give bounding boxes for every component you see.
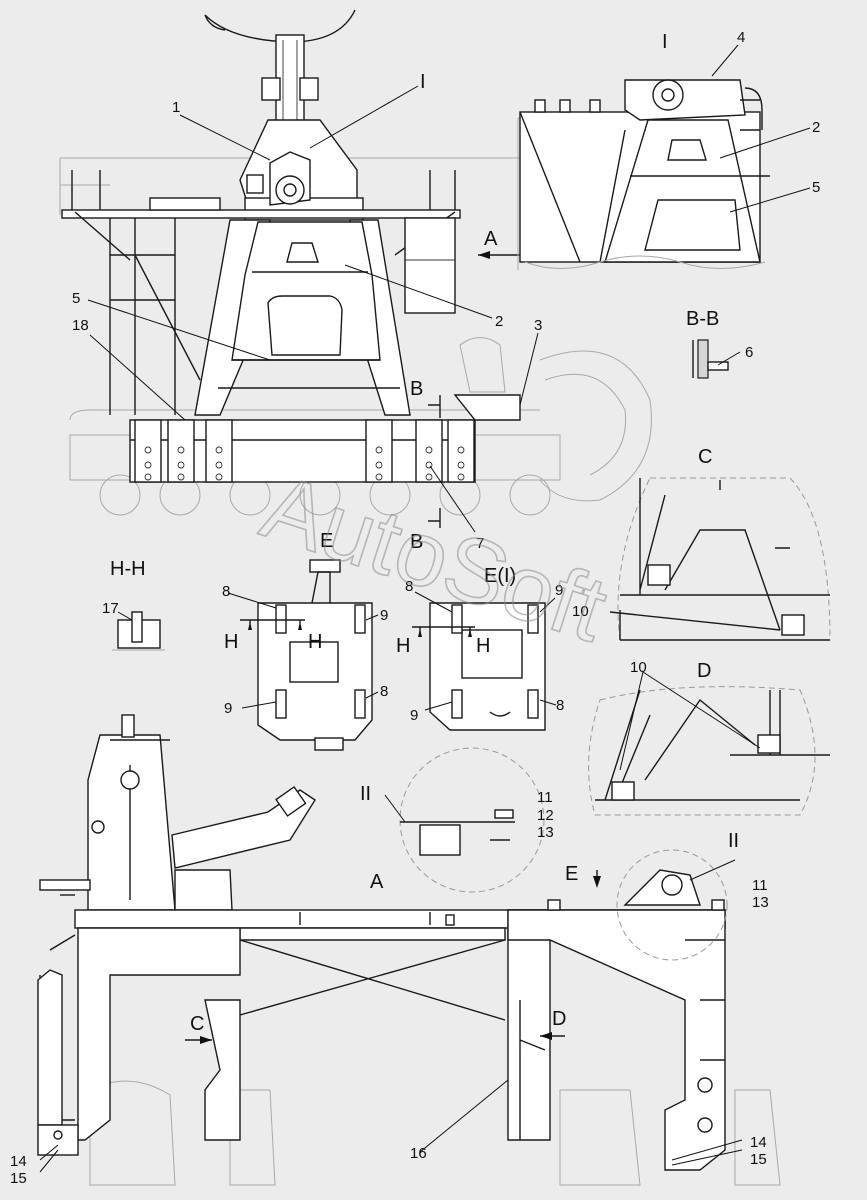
callout-16: 16 (410, 1145, 427, 1162)
callout-14-left: 14 (10, 1153, 27, 1170)
cut-H-4: H (476, 635, 490, 657)
callout-12: 12 (537, 807, 554, 824)
view-E-plate (240, 559, 373, 751)
callout-4: 4 (737, 29, 745, 46)
cut-B-top-label: B (410, 378, 423, 400)
leader-lines (39, 44, 811, 1173)
callout-9-c: 9 (555, 582, 563, 599)
callout-6: 6 (745, 344, 753, 361)
section-B-B (692, 339, 729, 379)
part-callouts: 1 2 2 3 4 5 5 6 7 8 8 8 8 9 9 9 9 10 10 … (10, 29, 820, 1187)
view-EI-plate (412, 602, 546, 731)
lower-view-A (37, 714, 781, 1186)
callout-8-c: 8 (405, 578, 413, 595)
view-EI-title: E(I) (484, 565, 516, 587)
callout-2-detail: 2 (812, 119, 820, 136)
detail-I-label-main: I (420, 71, 426, 93)
view-A-arrow-label: A (484, 228, 498, 250)
detail-II-title: II (360, 783, 371, 805)
callout-14-right: 14 (750, 1134, 767, 1151)
callout-8-a: 8 (222, 583, 230, 600)
view-titles: I I A A B-B B B C C D D E E E(I) H-H H H… (110, 31, 739, 1035)
view-E-arrow-label: E (565, 863, 578, 885)
section-BB-title: B-B (686, 308, 719, 330)
view-D (588, 686, 830, 816)
callout-11-main: 11 (752, 877, 768, 894)
detail-I-view (517, 79, 770, 270)
callout-2-main: 2 (495, 313, 503, 330)
view-C-arrow-label: C (190, 1013, 204, 1035)
callout-3: 3 (534, 317, 542, 334)
view-C-title: C (698, 446, 712, 468)
callout-13-detail: 13 (537, 824, 554, 841)
callout-9-d: 9 (410, 707, 418, 724)
detail-II-label-main: II (728, 830, 739, 852)
callout-7: 7 (476, 535, 484, 552)
detail-I-title: I (662, 31, 668, 53)
callout-10-c: 10 (572, 603, 589, 620)
callout-9-a: 9 (380, 607, 388, 624)
callout-8-b: 8 (380, 683, 388, 700)
callout-5-main: 5 (72, 290, 80, 307)
callout-9-b: 9 (224, 700, 232, 717)
callout-17: 17 (102, 600, 119, 617)
view-D-title: D (697, 660, 711, 682)
callout-5-detail: 5 (812, 179, 820, 196)
cut-H-1: H (224, 631, 238, 653)
callout-15-left: 15 (10, 1170, 27, 1187)
callout-11-detail: 11 (537, 789, 553, 806)
view-C (609, 477, 831, 641)
view-A-title: A (370, 871, 384, 893)
cut-H-3: H (396, 635, 410, 657)
cut-H-2: H (308, 631, 322, 653)
callout-8-d: 8 (556, 697, 564, 714)
detail-II-circle (399, 747, 545, 893)
view-E-title: E (320, 530, 333, 552)
callout-13-main: 13 (752, 894, 769, 911)
callout-18: 18 (72, 317, 89, 334)
callout-1: 1 (172, 99, 180, 116)
main-front-view (59, 9, 652, 528)
bolt-plates (134, 419, 475, 483)
cut-B-bottom-label: B (410, 531, 423, 553)
section-H-H (112, 611, 165, 651)
callout-15-right: 15 (750, 1151, 767, 1168)
view-D-arrow-label: D (552, 1008, 566, 1030)
section-HH-title: H-H (110, 558, 146, 580)
callout-10-d: 10 (630, 659, 647, 676)
